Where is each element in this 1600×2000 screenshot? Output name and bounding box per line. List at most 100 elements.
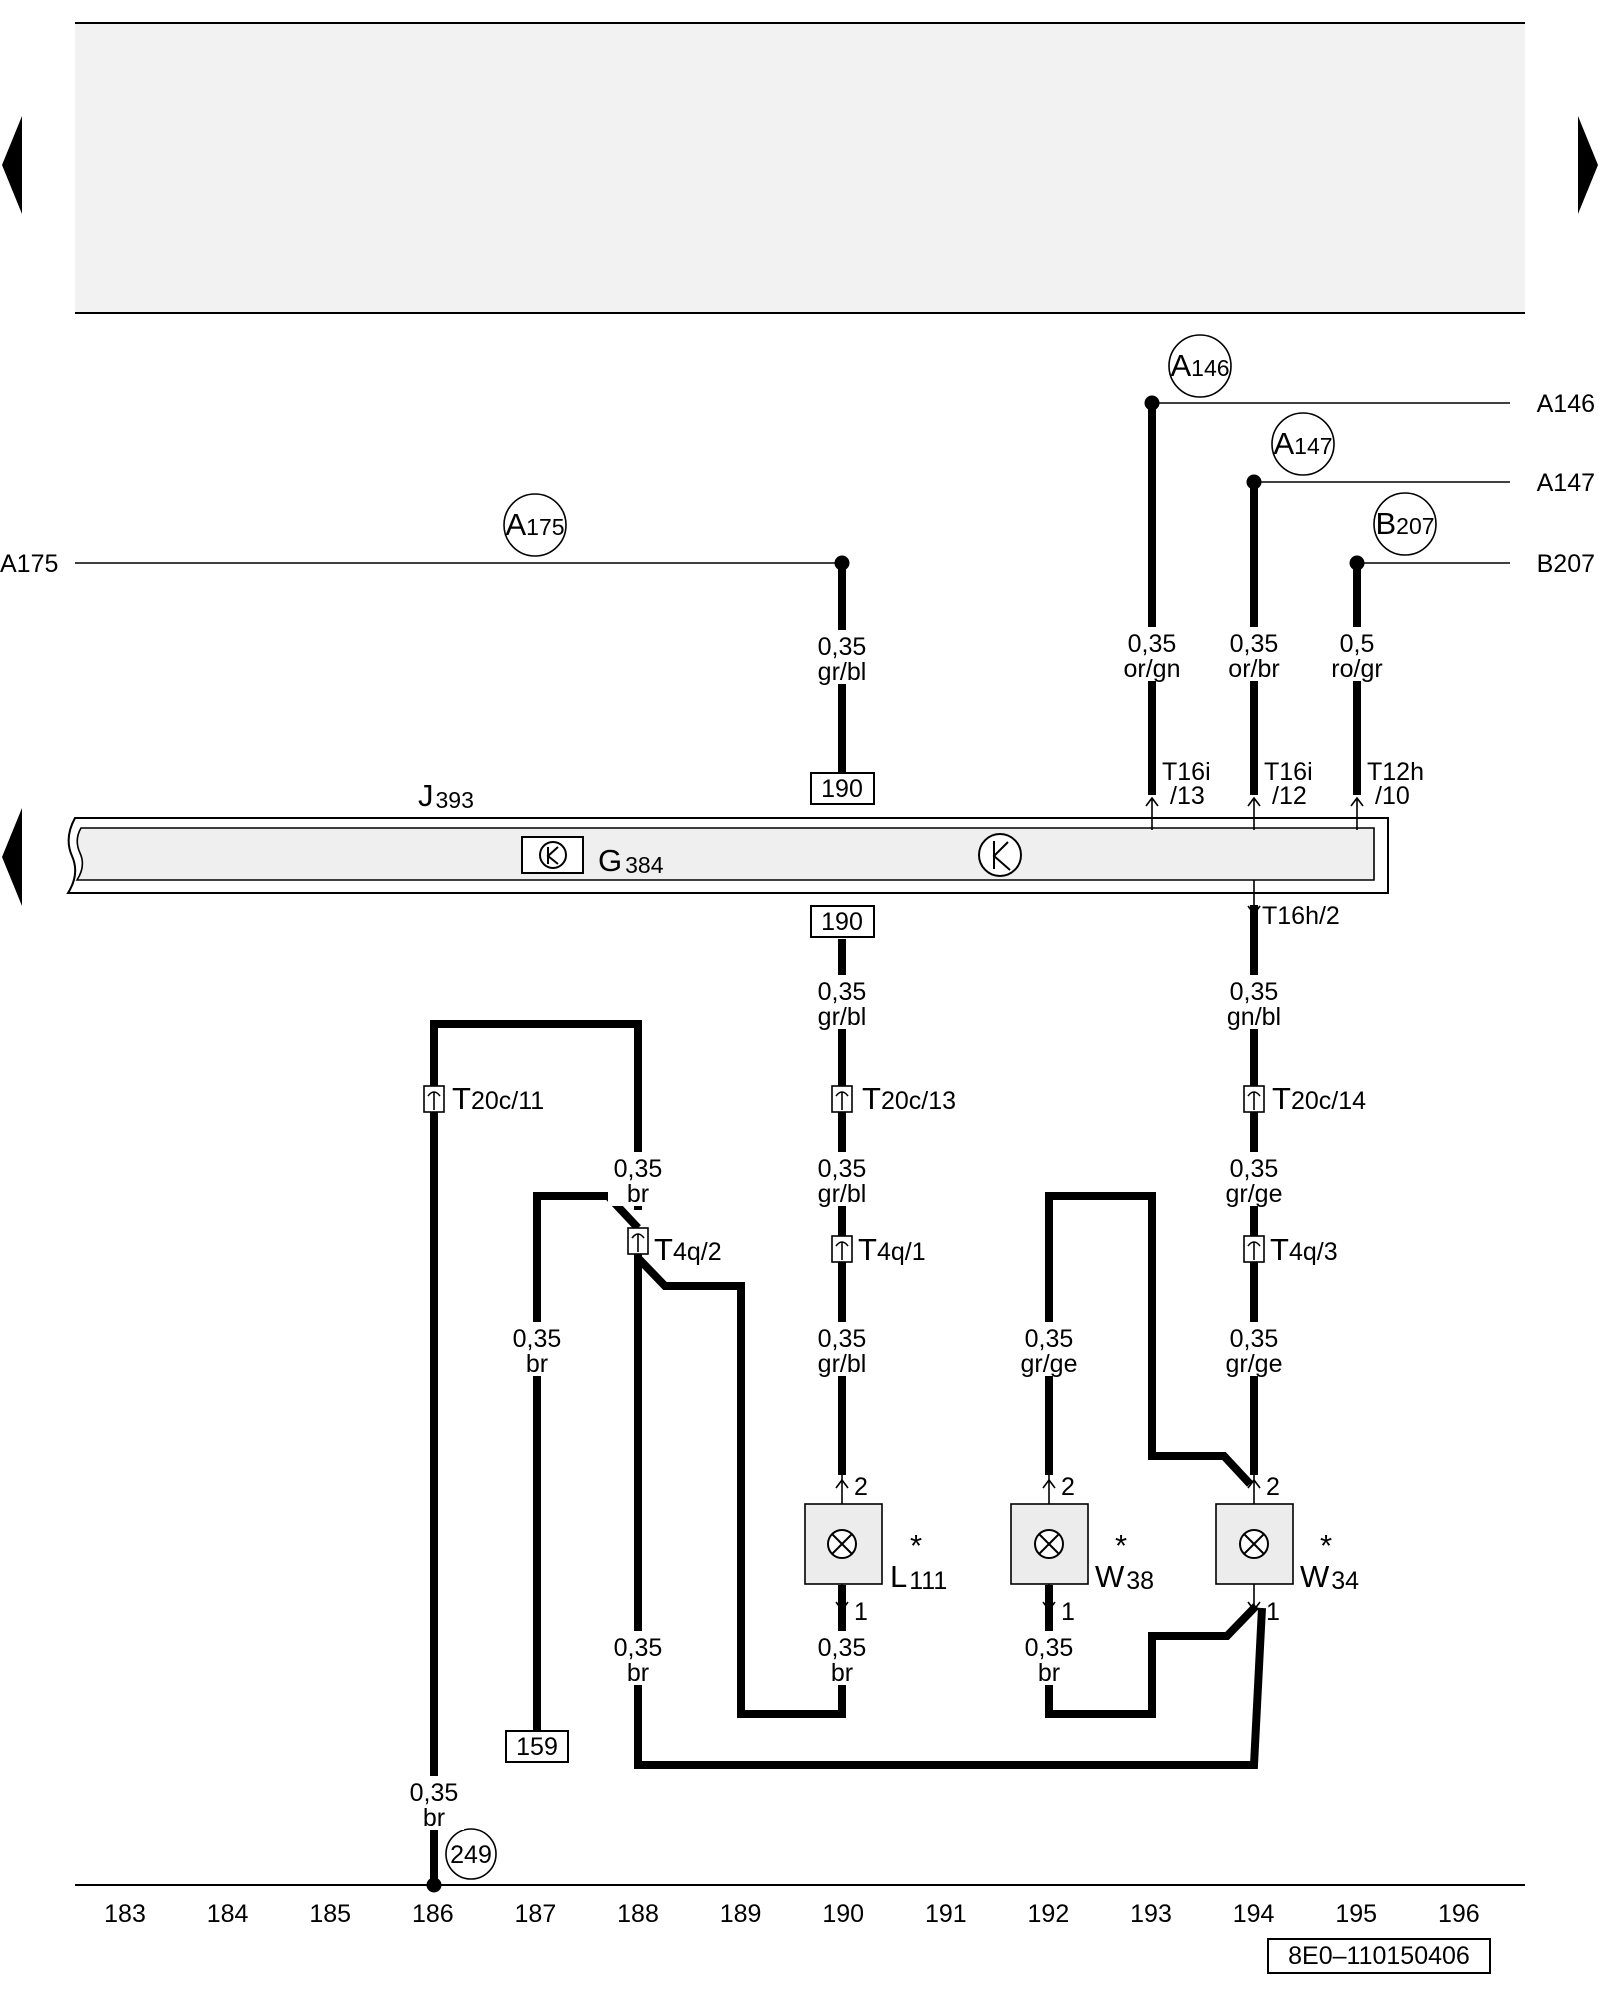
svg-text:br: br xyxy=(526,1350,548,1378)
column-number: 190 xyxy=(822,1900,864,1928)
svg-text:T20c/13: T20c/13 xyxy=(862,1081,956,1116)
svg-text:0,35: 0,35 xyxy=(818,1325,867,1353)
connector-pins-j393 xyxy=(1145,796,1364,916)
wire-label-192-top: 0,35 gr/ge xyxy=(1011,1322,1087,1378)
svg-text:br: br xyxy=(831,1659,853,1687)
lamp-w34: 2 1 * W34 xyxy=(1215,1473,1359,1626)
plug-t4q2: T4q/2 xyxy=(627,1227,722,1267)
column-number: 193 xyxy=(1130,1900,1172,1928)
svg-text:or/br: or/br xyxy=(1228,655,1279,683)
wire-label-190-top: 0,35 gr/bl xyxy=(806,630,878,686)
line-end-a175: A175 xyxy=(0,550,58,578)
column-number: 189 xyxy=(720,1900,762,1928)
diagram-id-label: 8E0–110150406 xyxy=(1288,1942,1470,1970)
svg-text:0,35: 0,35 xyxy=(1128,630,1177,658)
wire-188-branch xyxy=(635,1255,846,1718)
prev-page-arrow-icon[interactable] xyxy=(2,116,22,214)
wire-label-190-ground: 0,35 br xyxy=(812,1631,872,1687)
svg-text:0,35: 0,35 xyxy=(1230,978,1279,1006)
column-number: 192 xyxy=(1028,1900,1070,1928)
ref-box-159[interactable]: 159 xyxy=(505,1730,569,1763)
line-end-a146: A146 xyxy=(1537,390,1595,418)
svg-text:*: * xyxy=(1115,1528,1127,1563)
junction-dot-190 xyxy=(834,555,850,571)
svg-text:*: * xyxy=(1320,1528,1332,1563)
svg-text:0,35: 0,35 xyxy=(818,633,867,661)
lamp-w38: 2 1 * W38 xyxy=(1010,1473,1154,1626)
svg-text:L111: L111 xyxy=(890,1559,947,1595)
continuation-a146[interactable]: A146 xyxy=(1168,334,1232,398)
line-end-b207: B207 xyxy=(1537,550,1595,578)
svg-text:A147: A147 xyxy=(1273,426,1332,461)
internal-sensor-icon xyxy=(978,833,1022,877)
svg-text:1: 1 xyxy=(1266,1598,1280,1626)
ref-box-190-bottom[interactable]: 190 xyxy=(810,905,875,938)
column-number: 183 xyxy=(104,1900,146,1928)
ref-box-190-top[interactable]: 190 xyxy=(810,772,875,805)
plug-t4q3: T4q/3 xyxy=(1243,1232,1338,1267)
continuation-a147[interactable]: A147 xyxy=(1271,412,1335,476)
ref-box-159-label: 159 xyxy=(516,1733,558,1761)
column-number: 195 xyxy=(1335,1900,1377,1928)
svg-text:br: br xyxy=(627,1659,649,1687)
column-number: 184 xyxy=(207,1900,249,1928)
svg-text:gr/ge: gr/ge xyxy=(1021,1350,1078,1378)
ref-box-190-bottom-label: 190 xyxy=(821,908,863,936)
wire-label-195: 0,5 ro/gr xyxy=(1320,627,1394,683)
continuation-b207[interactable]: B207 xyxy=(1373,492,1437,556)
connector-t12h10-line1: T12h xyxy=(1367,758,1424,786)
svg-text:*: * xyxy=(910,1528,922,1563)
wire-labels: 0,35 gr/bl 0,35 or/gn 0,35 or/br 0,5 ro/… xyxy=(404,627,1394,1832)
column-number: 196 xyxy=(1438,1900,1480,1928)
svg-text:br: br xyxy=(627,1180,649,1208)
wire-188-main xyxy=(634,1240,1266,1769)
svg-text:0,35: 0,35 xyxy=(1025,1634,1074,1662)
connector-t12h10-line2: /10 xyxy=(1375,782,1410,810)
next-page-arrow-icon[interactable] xyxy=(1578,116,1598,214)
svg-text:1: 1 xyxy=(1061,1598,1075,1626)
svg-text:W34: W34 xyxy=(1300,1559,1359,1595)
wire-label-188-bottom: 0,35 br xyxy=(608,1631,668,1687)
svg-text:br: br xyxy=(1038,1659,1060,1687)
svg-text:0,35: 0,35 xyxy=(1230,630,1279,658)
svg-text:0,35: 0,35 xyxy=(410,1779,459,1807)
svg-text:2: 2 xyxy=(1061,1473,1075,1501)
column-number: 185 xyxy=(309,1900,351,1928)
svg-text:gr/ge: gr/ge xyxy=(1226,1180,1283,1208)
wire-label-186: 0,35 br xyxy=(404,1776,464,1832)
svg-text:T20c/11: T20c/11 xyxy=(452,1081,544,1116)
svg-text:0,35: 0,35 xyxy=(1230,1325,1279,1353)
column-number: 191 xyxy=(925,1900,967,1928)
svg-text:gn/bl: gn/bl xyxy=(1227,1003,1281,1031)
continuation-a175[interactable]: A175 xyxy=(503,493,567,557)
internal-sensor-k-mark xyxy=(992,841,1011,871)
svg-text:0,35: 0,35 xyxy=(1025,1325,1074,1353)
plug-t20c13: T20c/13 xyxy=(831,1081,956,1116)
continue-left-arrow-icon[interactable] xyxy=(2,808,22,906)
svg-text:ro/gr: ro/gr xyxy=(1331,655,1382,683)
svg-text:gr/bl: gr/bl xyxy=(818,1350,867,1378)
svg-text:T4q/3: T4q/3 xyxy=(1270,1232,1338,1267)
plug-t20c14: T20c/14 xyxy=(1243,1081,1366,1116)
column-number: 194 xyxy=(1233,1900,1275,1928)
svg-text:T4q/2: T4q/2 xyxy=(654,1232,722,1267)
wires xyxy=(430,403,1361,1885)
continuation-249[interactable]: 249 xyxy=(445,1828,497,1880)
line-end-a147: A147 xyxy=(1537,469,1595,497)
connector-t16i12-line1: T16i xyxy=(1264,758,1313,786)
header-panel xyxy=(75,24,1525,312)
pin-arrow-t16h2-icon xyxy=(1247,880,1261,916)
column-number: 187 xyxy=(515,1900,557,1928)
svg-text:2: 2 xyxy=(854,1473,868,1501)
svg-text:0,35: 0,35 xyxy=(818,978,867,1006)
plug-t20c11: T20c/11 xyxy=(423,1081,544,1116)
svg-text:A146: A146 xyxy=(1170,348,1229,383)
column-number: 188 xyxy=(617,1900,659,1928)
wire-label-192-bottom: 0,35 br xyxy=(1019,1631,1079,1687)
j393-label: J393 xyxy=(418,778,474,813)
svg-text:gr/ge: gr/ge xyxy=(1226,1350,1283,1378)
inline-connectors: T20c/11 T20c/13 T20c/14 T4q/2 T4q/1 T4q/… xyxy=(423,1081,1366,1267)
wire-label-194-top: 0,35 or/br xyxy=(1214,627,1294,683)
